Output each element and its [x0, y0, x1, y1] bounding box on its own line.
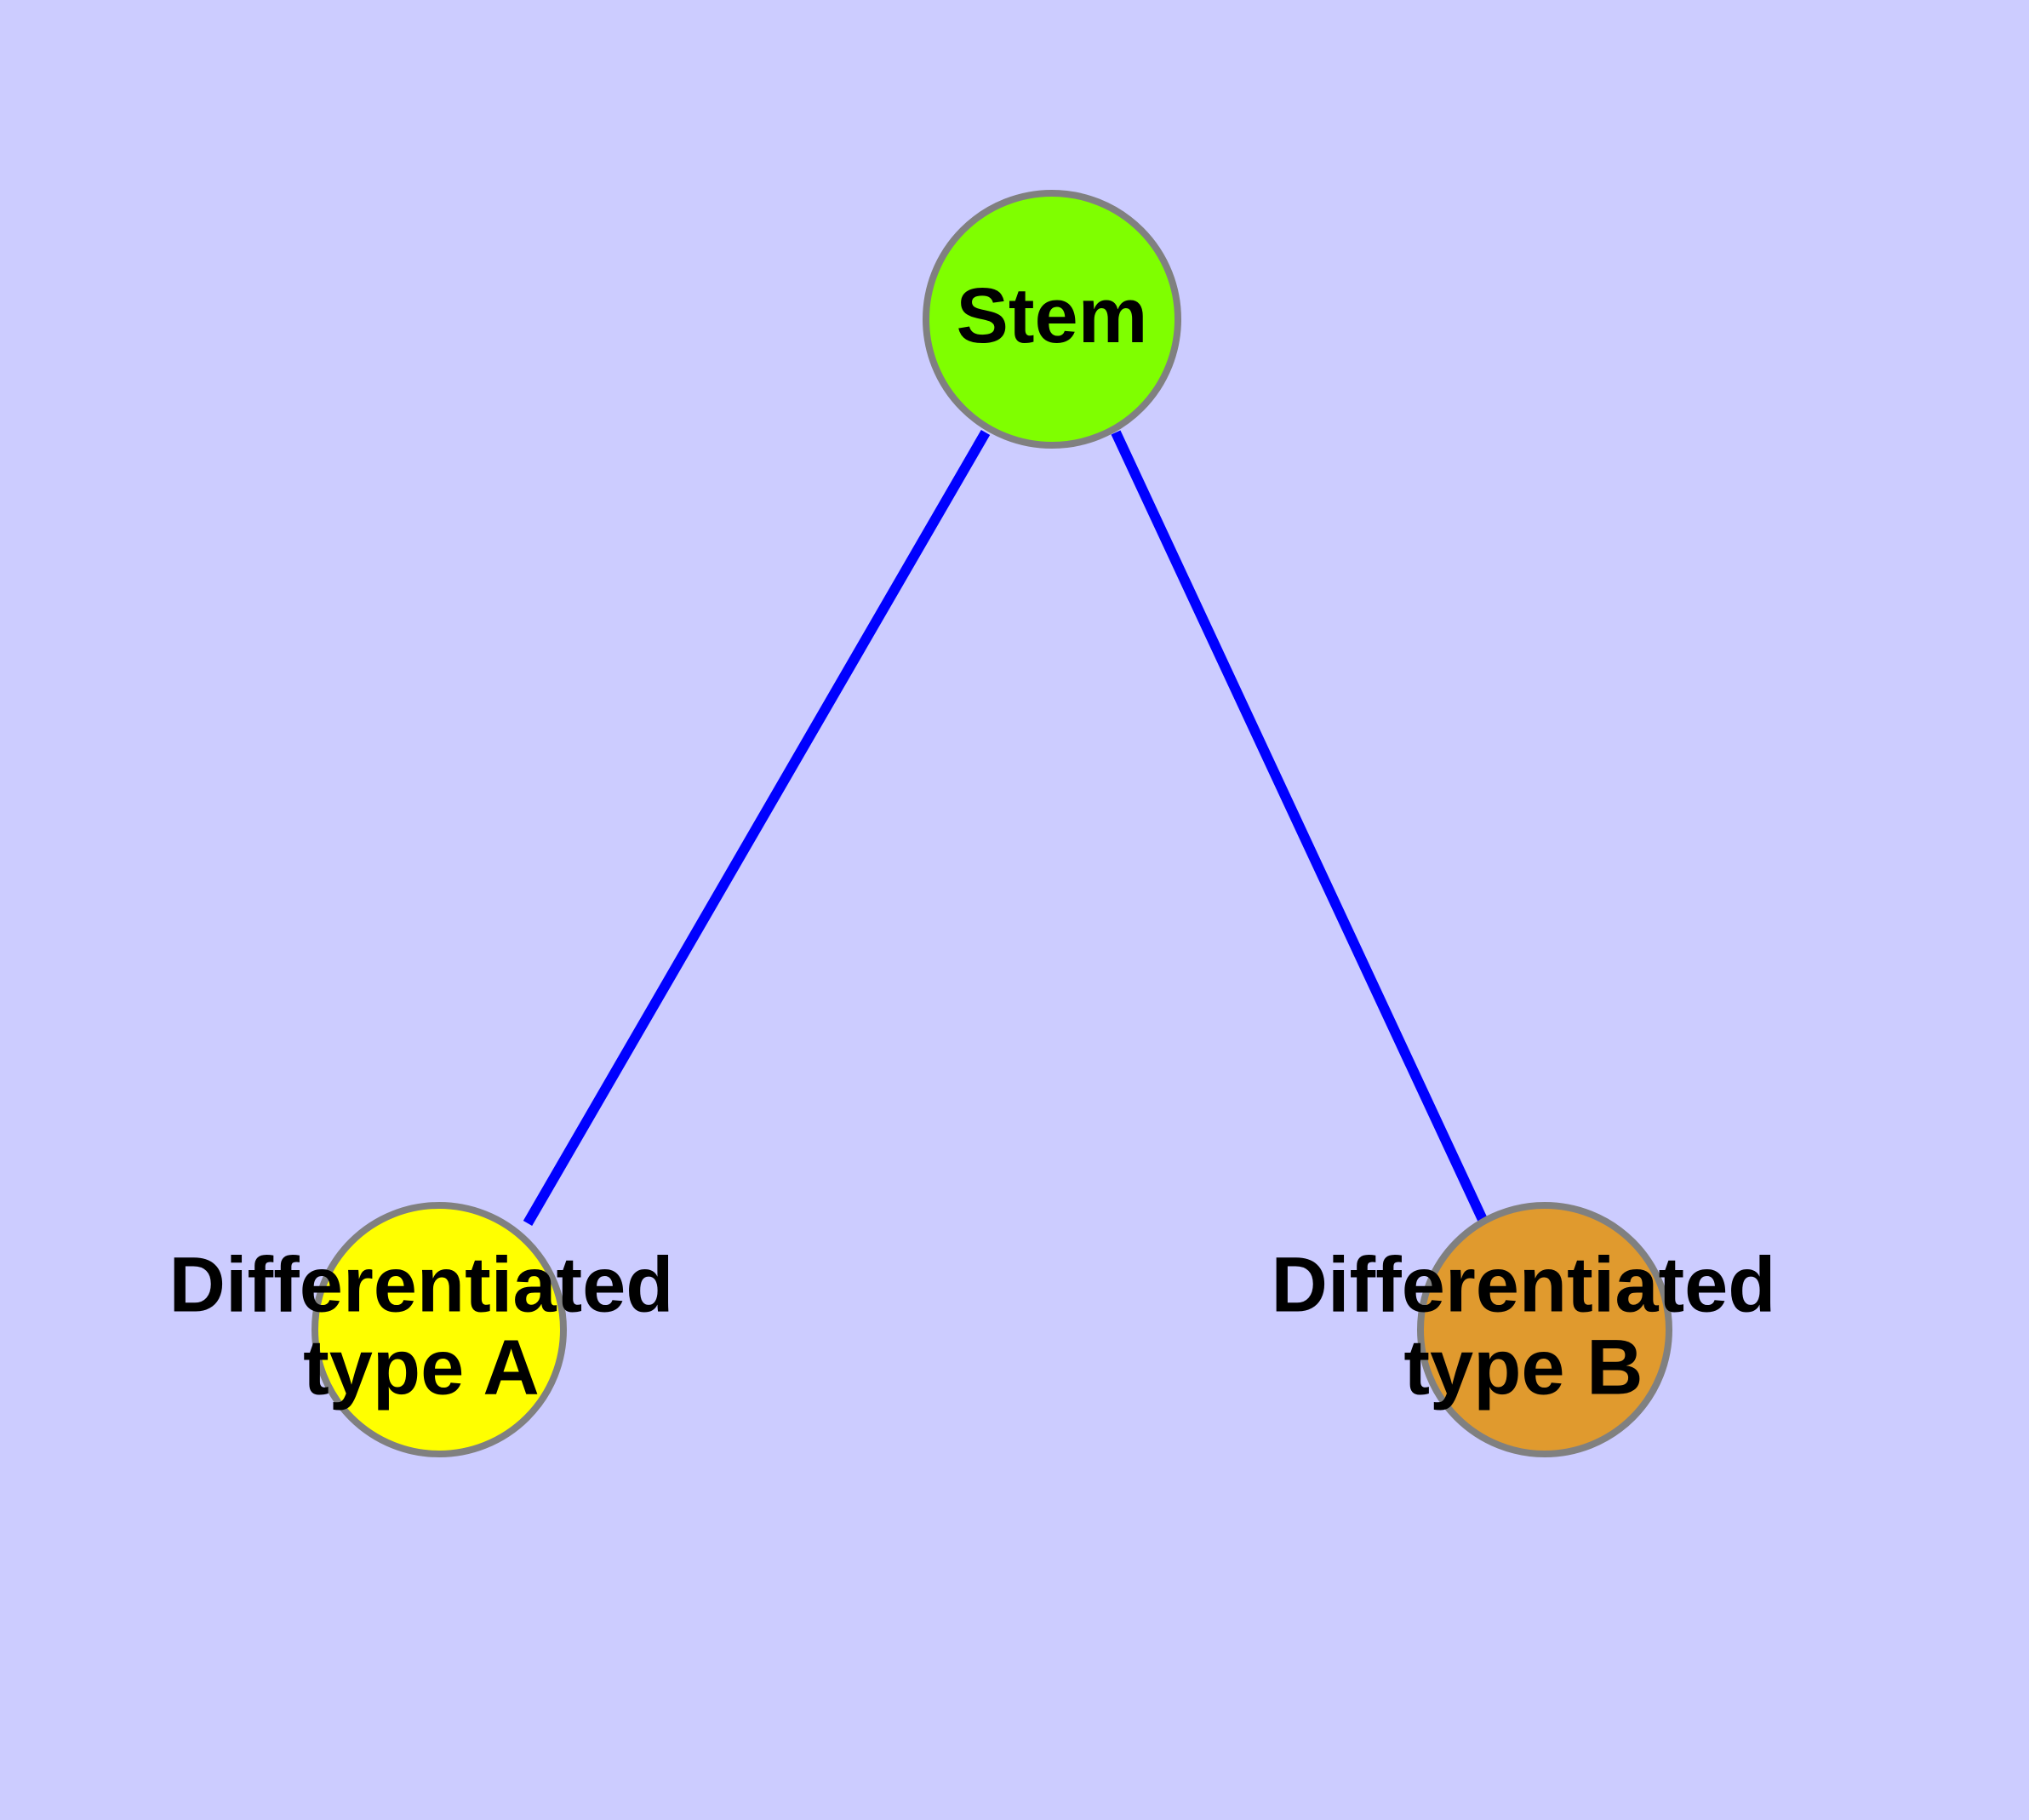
graph-node-diff-b[interactable] — [1417, 1202, 1672, 1457]
edges-group — [523, 429, 1489, 1227]
graph-edge-stem-to-diff-a — [523, 429, 991, 1227]
graph-node-label-line: type B — [1403, 1324, 1643, 1411]
graph-edge-stem-to-diff-b — [1111, 430, 1489, 1226]
graph-node-diff-a[interactable] — [311, 1202, 567, 1457]
graph-node-label-line: Differentiated — [169, 1242, 674, 1329]
graph-node-label-line: type A — [303, 1324, 540, 1411]
graph-node-label-line: Differentiated — [1272, 1242, 1776, 1329]
graph-node-label-line: Stem — [957, 272, 1148, 359]
graph-node-stem[interactable] — [923, 190, 1181, 449]
graph-node-label-stem: Stem — [957, 272, 1148, 359]
